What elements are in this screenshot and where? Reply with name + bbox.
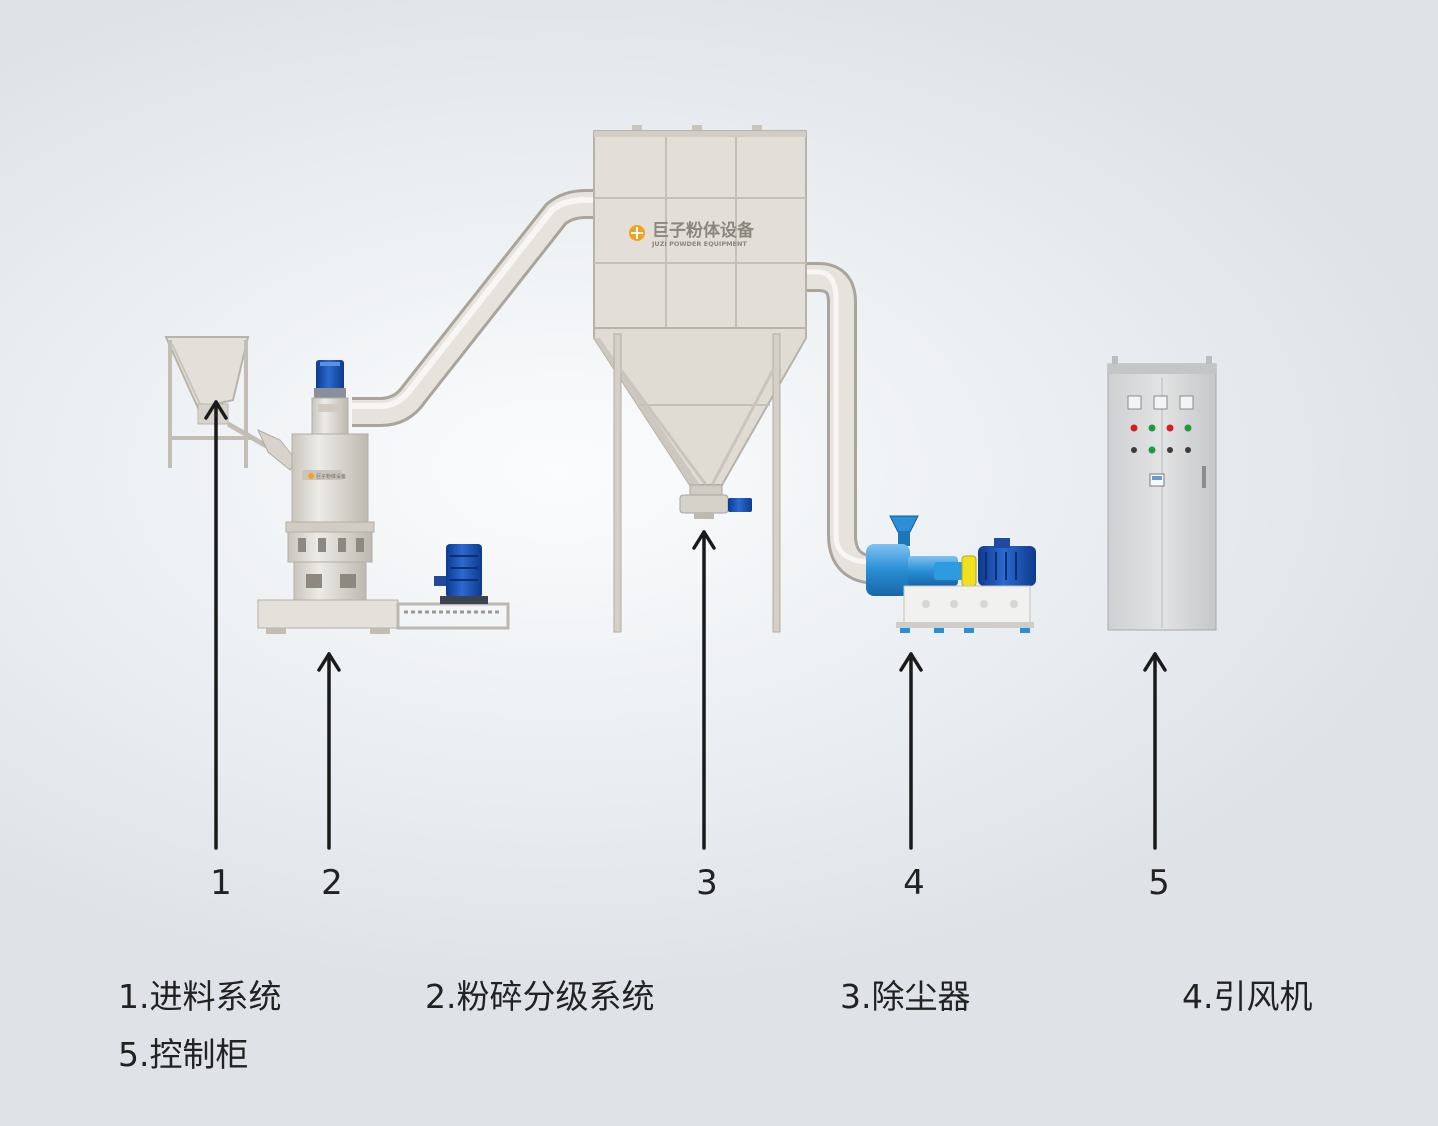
classifier-mill (257, 360, 510, 634)
legend-item-fan: 4.引风机 (1182, 977, 1313, 1016)
arrow-2 (317, 652, 341, 850)
arrow-5 (1143, 652, 1167, 850)
legend-item-control-cabinet: 5.控制柜 (118, 1035, 249, 1074)
arrow-1 (204, 400, 228, 850)
callout-number-3: 3 (696, 863, 718, 903)
legend-item-crushing: 2.粉碎分级系统 (425, 977, 655, 1016)
arrow-4 (899, 652, 923, 850)
callout-number-2: 2 (321, 863, 343, 903)
collector-brand-name: 巨子粉体设备 (652, 220, 755, 241)
dust-collector (593, 125, 807, 633)
inlet-pipe (352, 189, 601, 427)
legend-item-feeding: 1.进料系统 (118, 977, 282, 1016)
svg-text:巨子粉体设备: 巨子粉体设备 (316, 473, 346, 480)
callout-number-5: 5 (1148, 863, 1170, 903)
control-cabinet (1107, 356, 1217, 631)
collector-brand-logo: 巨子粉体设备 JUZI POWDER EQUIPMENT (629, 220, 755, 248)
outlet-pipe (803, 262, 893, 585)
collector-brand-name-en: JUZI POWDER EQUIPMENT (651, 240, 747, 248)
feed-hopper (164, 336, 297, 471)
arrow-3 (692, 530, 716, 850)
callout-number-1: 1 (210, 863, 232, 903)
mill-brand-plate: 巨子粉体设备 (308, 473, 346, 480)
callout-arrows (204, 400, 1167, 850)
legend-item-dust-collector: 3.除尘器 (840, 977, 971, 1016)
callout-number-4: 4 (903, 863, 925, 903)
induced-draft-fan (866, 515, 1036, 633)
